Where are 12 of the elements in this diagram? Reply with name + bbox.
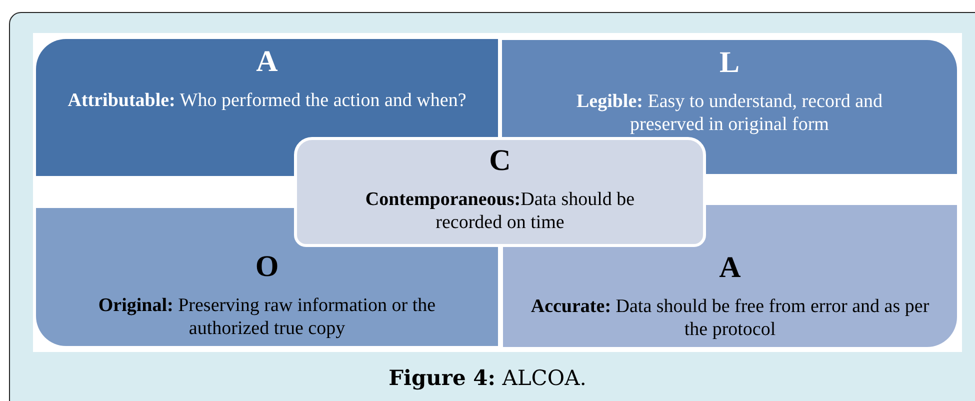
description-text: Accurate: Data should be free from error and as per the protocol [530, 295, 930, 341]
figure-caption: Figure 4: ALCOA. [388, 364, 588, 392]
letter-heading: A [719, 250, 741, 286]
description-text: Legible: Easy to understand, record and preserved in original form [575, 90, 884, 136]
description-text: Original: Preserving raw information or the authorized true copy [97, 294, 437, 340]
description-text: Attributable: Who performed the action and when? [68, 89, 466, 112]
letter-heading: A [256, 44, 278, 80]
description-text: Contemporaneous:Data should be recorded on time [364, 188, 636, 234]
letter-heading: L [719, 45, 740, 81]
letter-heading: O [255, 249, 279, 285]
letter-heading: C [489, 143, 511, 179]
quadrant-box [294, 137, 706, 247]
